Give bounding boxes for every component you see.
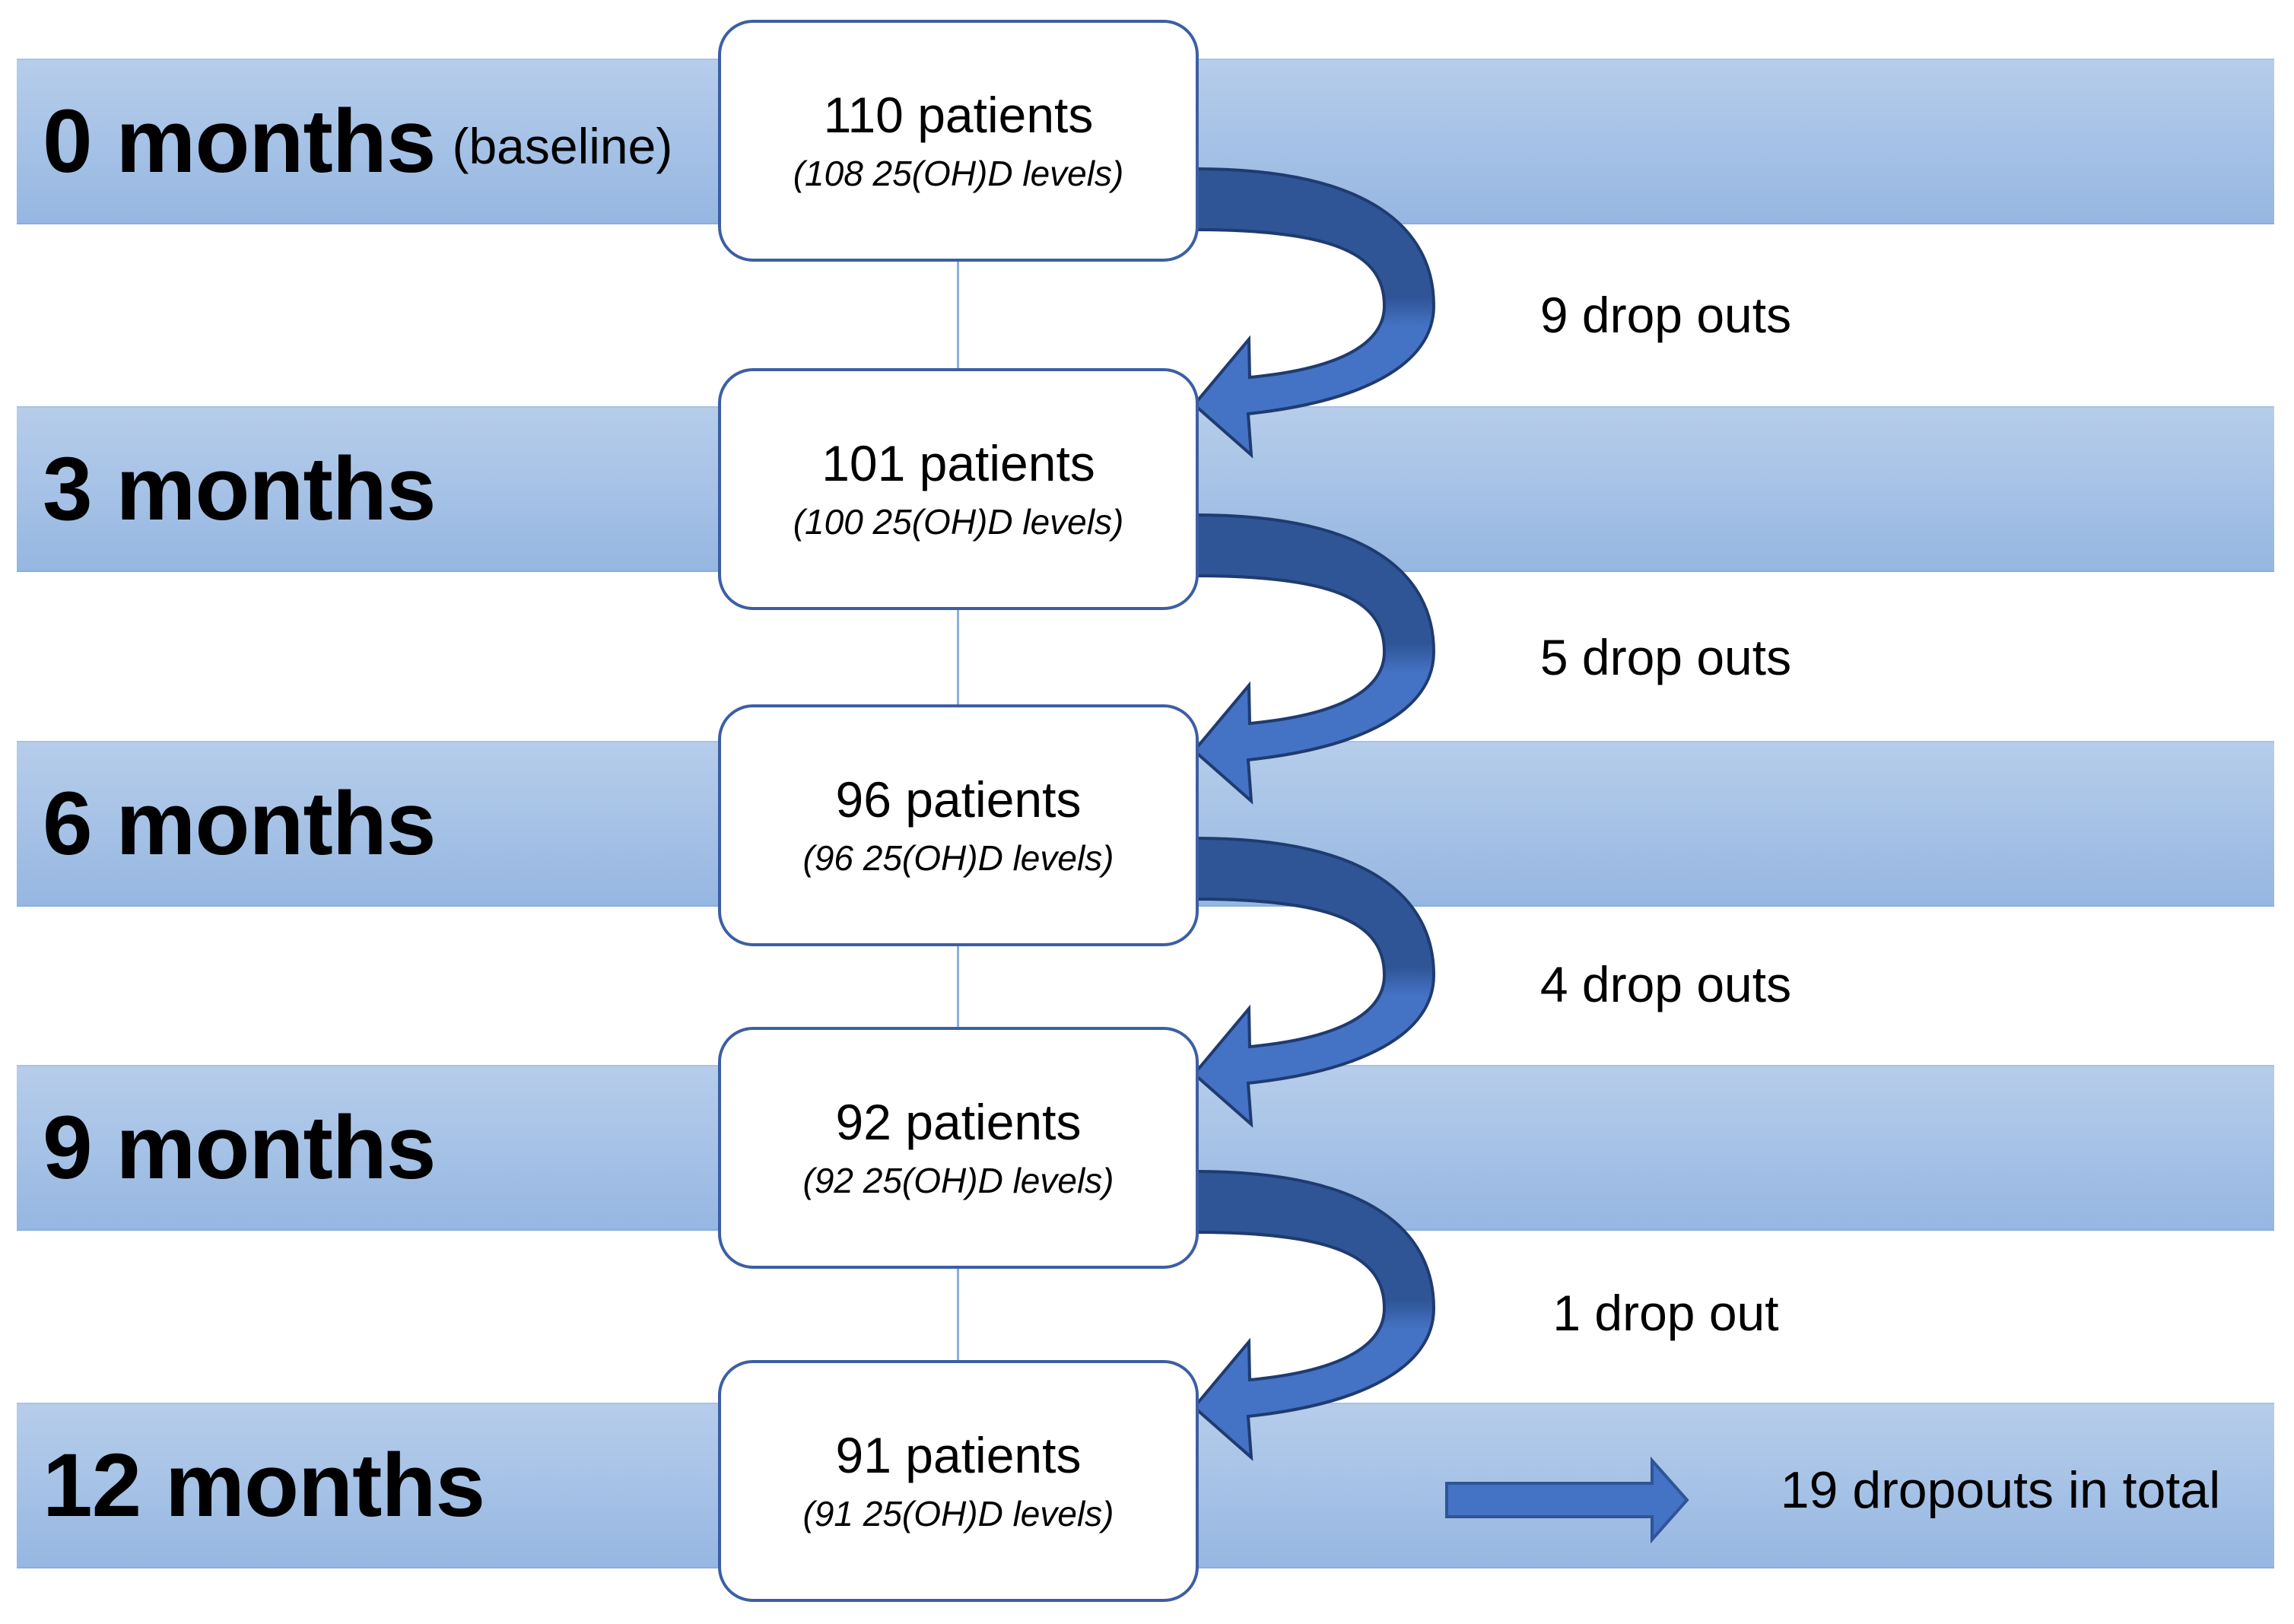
curved-arrow — [1192, 836, 1436, 1128]
timepoint-title: 9 months — [43, 1098, 436, 1198]
levels-count: (108 25(OH)D levels) — [793, 154, 1124, 194]
patients-count: 92 patients — [835, 1093, 1082, 1150]
patients-count: 96 patients — [835, 771, 1082, 828]
timepoint-title: 0 months — [43, 91, 436, 192]
levels-count: (91 25(OH)D levels) — [802, 1494, 1114, 1534]
dropout-label-2: 5 drop outs — [1539, 629, 1792, 685]
connector-line — [957, 610, 959, 705]
patients-box-2: 96 patients (96 25(OH)D levels) — [718, 704, 1199, 946]
timepoint-subtitle: (baseline) — [452, 118, 673, 174]
timepoint-label-4: 12 months — [43, 1403, 485, 1568]
timepoint-label-0: 0 months (baseline) — [43, 59, 672, 224]
curved-arrow — [1192, 167, 1436, 459]
dropout-label-3: 4 drop outs — [1539, 956, 1792, 1012]
patients-box-3: 92 patients (92 25(OH)D levels) — [718, 1027, 1199, 1269]
timepoint-title: 6 months — [43, 774, 436, 874]
total-dropouts-label: 19 dropouts in total — [1780, 1461, 2221, 1519]
levels-count: (100 25(OH)D levels) — [793, 502, 1124, 542]
levels-count: (96 25(OH)D levels) — [802, 838, 1114, 879]
connector-line — [957, 262, 959, 370]
timepoint-title: 12 months — [43, 1435, 485, 1536]
connector-line — [957, 1269, 959, 1363]
patients-box-1: 101 patients (100 25(OH)D levels) — [718, 368, 1199, 610]
timepoint-label-1: 3 months — [43, 406, 436, 572]
patients-box-4: 91 patients (91 25(OH)D levels) — [718, 1360, 1199, 1602]
curved-arrow — [1192, 1169, 1436, 1461]
levels-count: (92 25(OH)D levels) — [802, 1161, 1114, 1201]
timepoint-label-3: 9 months — [43, 1065, 436, 1231]
curved-arrow — [1192, 513, 1436, 805]
timepoint-title: 3 months — [43, 439, 436, 539]
patients-count: 110 patients — [823, 86, 1094, 143]
connector-line — [957, 946, 959, 1028]
total-arrow — [1445, 1456, 1689, 1544]
patients-count: 91 patients — [835, 1426, 1082, 1483]
patients-box-0: 110 patients (108 25(OH)D levels) — [718, 20, 1199, 262]
dropout-label-4: 1 drop out — [1552, 1285, 1779, 1341]
timepoint-label-2: 6 months — [43, 741, 436, 907]
patients-count: 101 patients — [821, 434, 1095, 491]
dropout-label-1: 9 drop outs — [1539, 287, 1792, 343]
